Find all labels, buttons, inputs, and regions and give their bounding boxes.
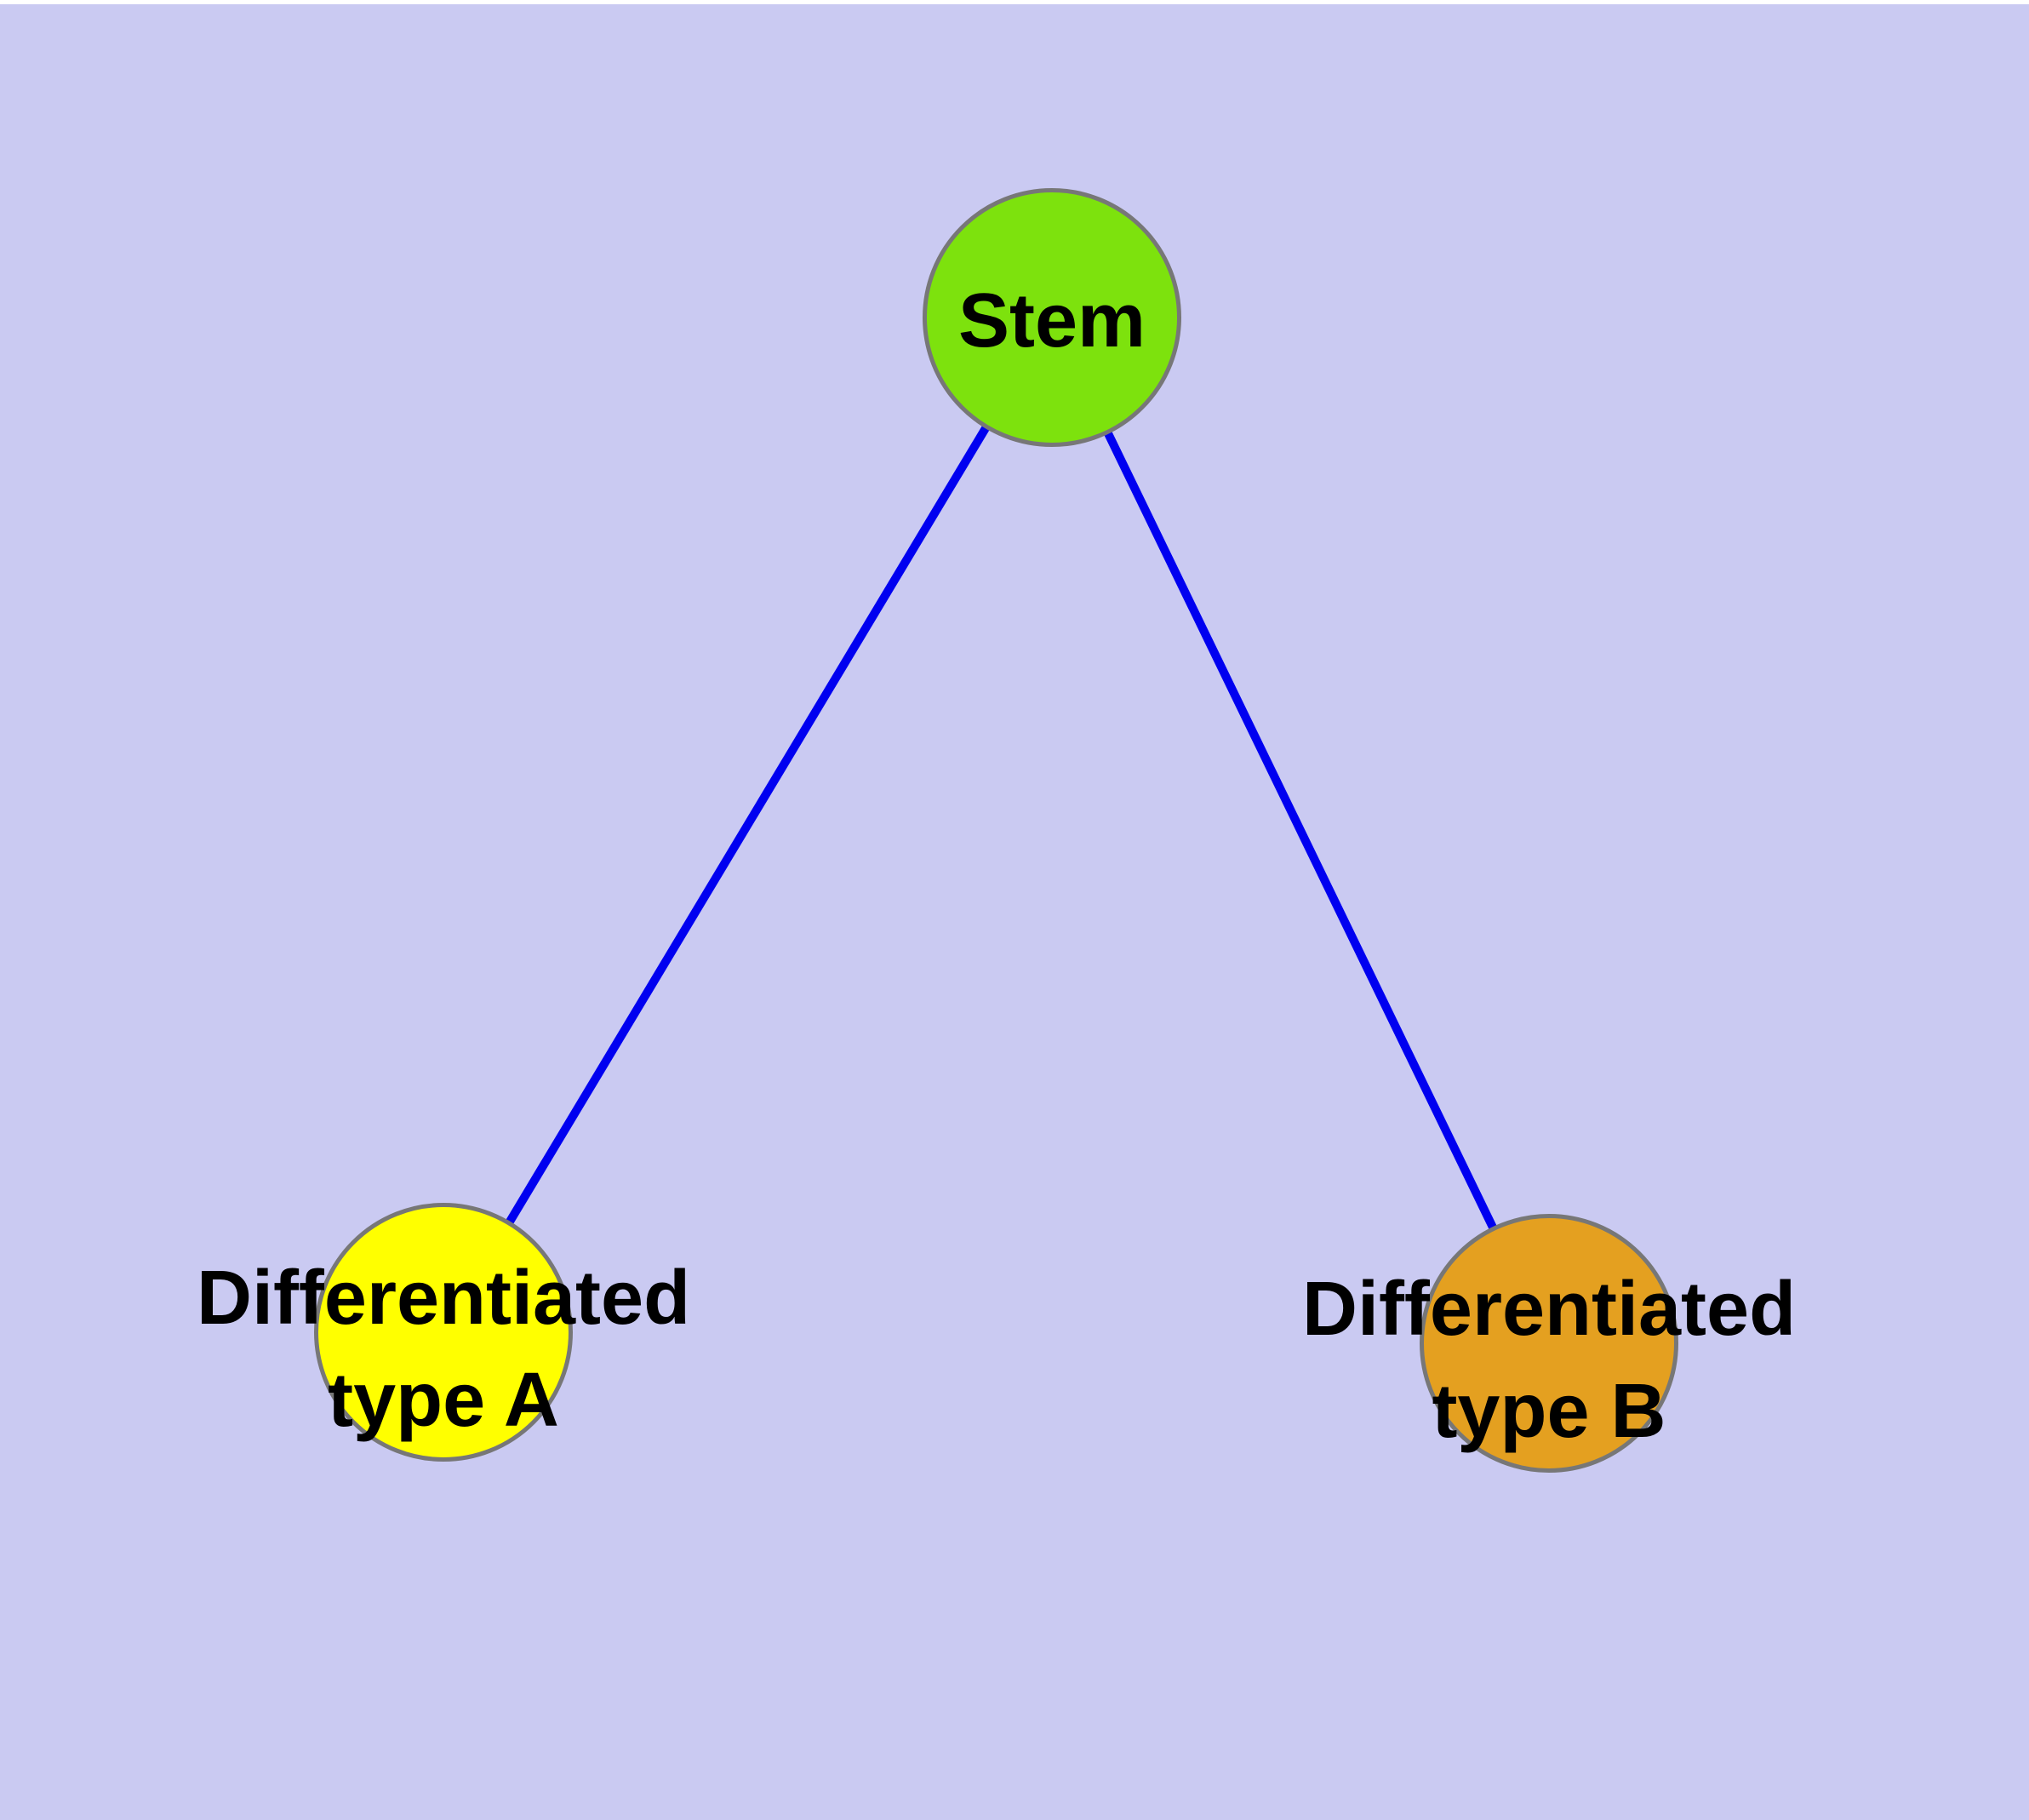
node-stem <box>923 188 1181 447</box>
edge-stem-to-type-b <box>1048 315 1553 1346</box>
node-differentiated-type-b <box>1420 1214 1678 1473</box>
edge-stem-to-type-a <box>439 315 1056 1335</box>
top-edge-strip <box>0 0 2029 4</box>
node-differentiated-type-a <box>314 1203 573 1462</box>
